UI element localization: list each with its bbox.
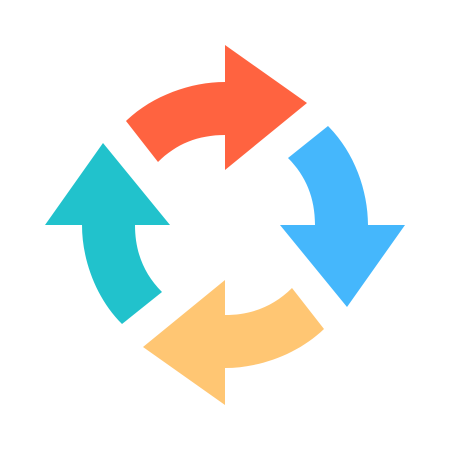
arrow-left-icon bbox=[45, 143, 170, 324]
arrow-right-icon bbox=[280, 126, 405, 307]
arrow-bottom-icon bbox=[143, 280, 324, 405]
arrow-top-icon bbox=[126, 45, 307, 170]
